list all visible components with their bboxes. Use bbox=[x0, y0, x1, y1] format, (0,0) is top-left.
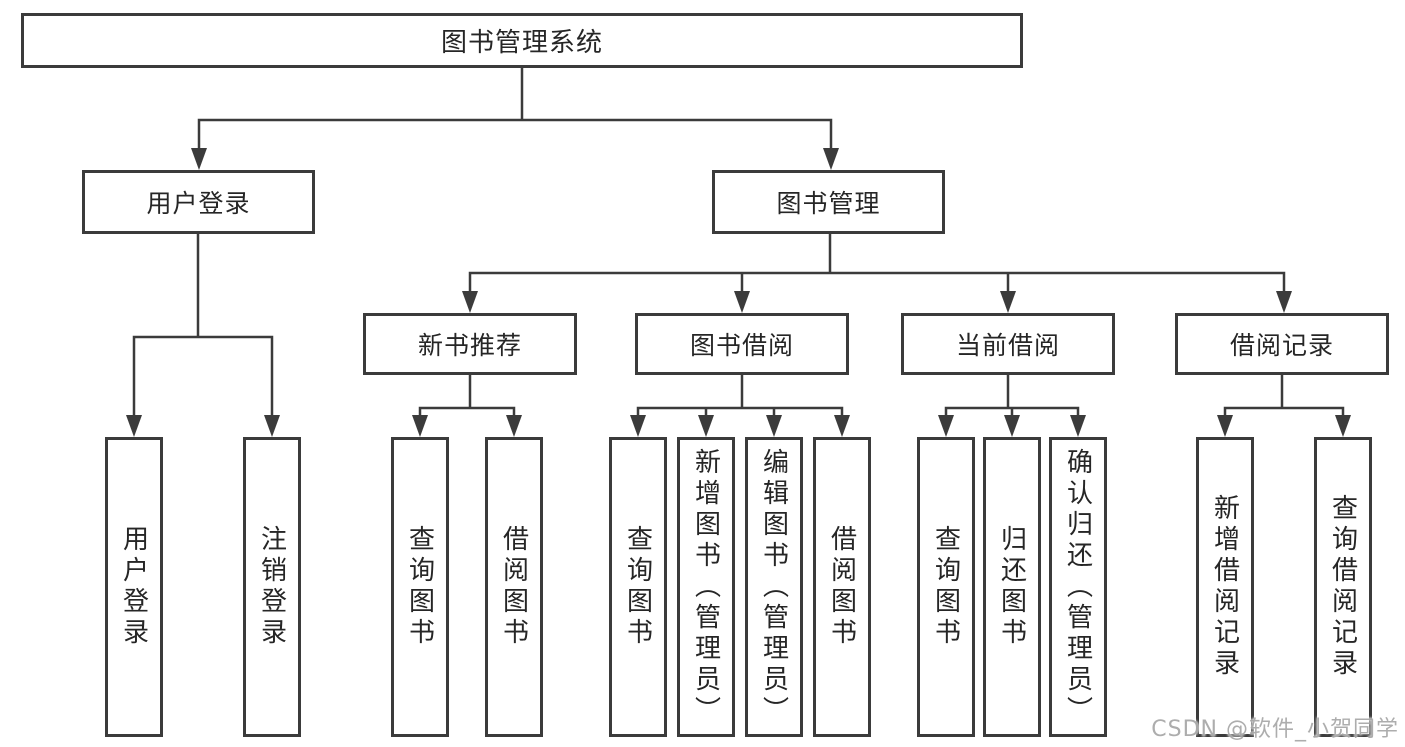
node-current-borrow: 当前借阅 bbox=[901, 313, 1115, 375]
node-user-login: 用户登录 bbox=[82, 170, 315, 234]
leaf-borrow-books-recommend: 借阅图书 bbox=[485, 437, 543, 737]
leaf-query-borrow-record: 查询借阅记录 bbox=[1314, 437, 1372, 737]
node-book-borrow-label: 图书借阅 bbox=[689, 331, 794, 360]
node-borrow-records-label: 借阅记录 bbox=[1229, 331, 1334, 360]
leaf-query-books-current: 查询图书 bbox=[917, 437, 975, 737]
node-new-book-recommend-label: 新书推荐 bbox=[417, 331, 522, 360]
node-user-login-label: 用户登录 bbox=[146, 189, 251, 218]
node-root: 图书管理系统 bbox=[21, 13, 1023, 68]
leaf-add-borrow-record: 新增借阅记录 bbox=[1196, 437, 1254, 737]
leaf-borrow-books: 借阅图书 bbox=[813, 437, 871, 737]
leaf-logout: 注销登录 bbox=[243, 437, 301, 737]
leaf-user-login: 用户登录 bbox=[105, 437, 163, 737]
node-new-book-recommend: 新书推荐 bbox=[363, 313, 577, 375]
node-book-borrow: 图书借阅 bbox=[635, 313, 849, 375]
leaf-confirm-return-admin: 确认归还（管理员） bbox=[1049, 437, 1107, 737]
leaf-edit-books-admin: 编辑图书（管理员） bbox=[745, 437, 803, 737]
leaf-query-books-recommend: 查询图书 bbox=[391, 437, 449, 737]
node-book-management-label: 图书管理 bbox=[776, 189, 881, 218]
node-book-management: 图书管理 bbox=[712, 170, 945, 234]
node-borrow-records: 借阅记录 bbox=[1175, 313, 1389, 375]
leaf-return-books: 归还图书 bbox=[983, 437, 1041, 737]
leaf-add-books-admin: 新增图书（管理员） bbox=[677, 437, 735, 737]
node-root-label: 图书管理系统 bbox=[440, 28, 603, 58]
leaf-query-books-borrow: 查询图书 bbox=[609, 437, 667, 737]
node-current-borrow-label: 当前借阅 bbox=[955, 331, 1060, 360]
